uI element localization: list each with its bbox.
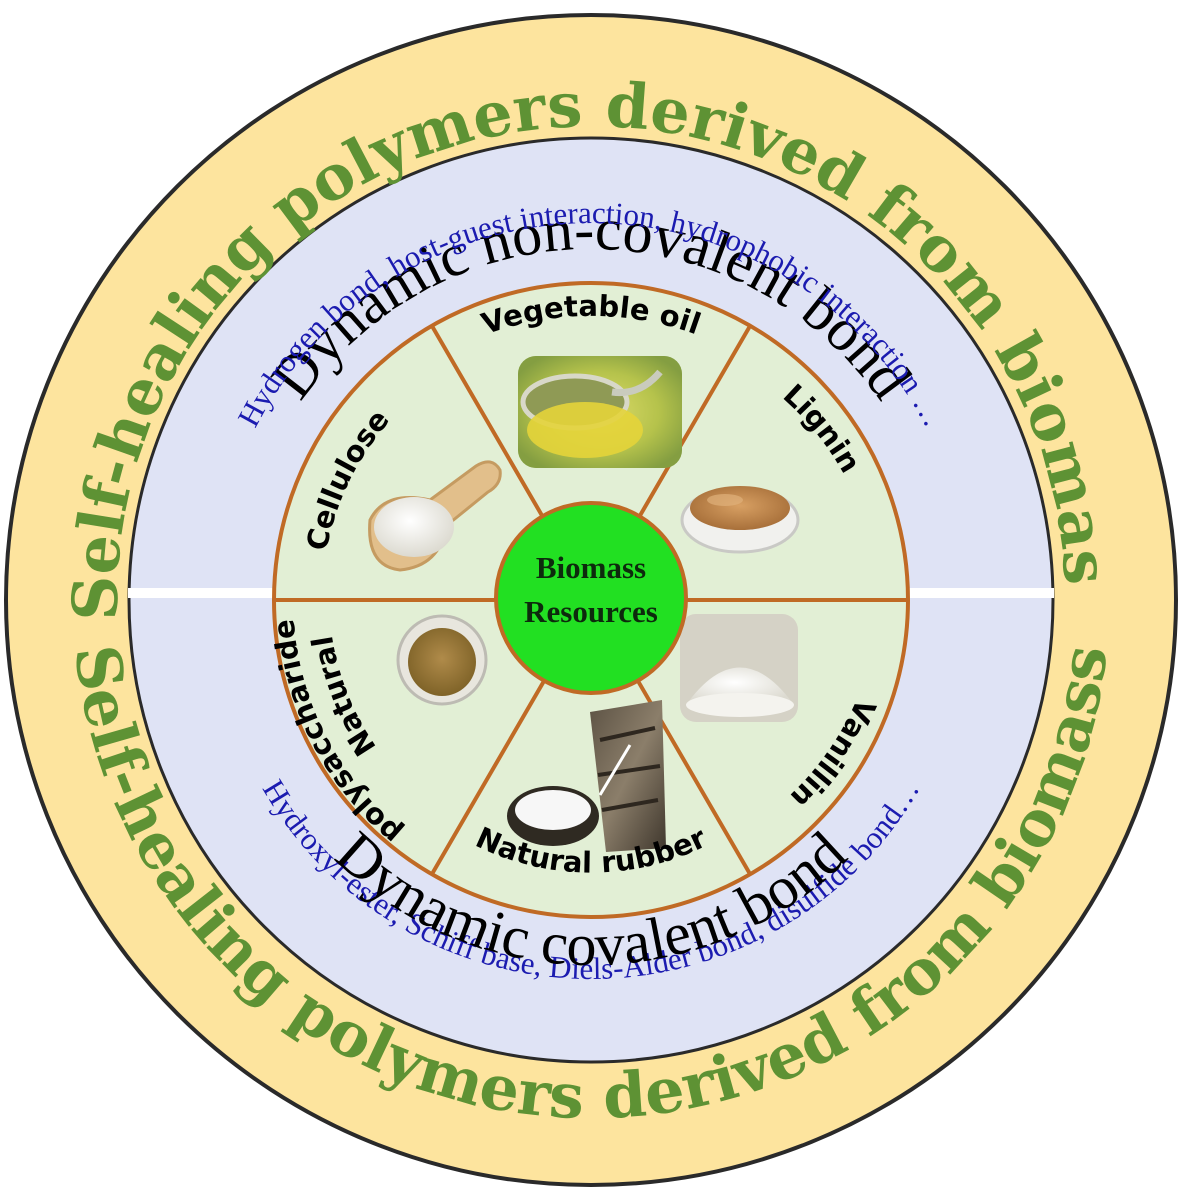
vanillin-image	[680, 614, 798, 722]
natural-rubber-image	[507, 700, 666, 852]
vegetable-oil-image	[518, 356, 682, 468]
natural-polysaccharide-image	[396, 614, 488, 706]
cellulose-image	[368, 460, 502, 572]
center-label-line1: Biomass	[536, 550, 646, 585]
center-label-line2: Resources	[524, 594, 658, 629]
lignin-image	[680, 486, 800, 554]
center-circle	[494, 501, 688, 695]
